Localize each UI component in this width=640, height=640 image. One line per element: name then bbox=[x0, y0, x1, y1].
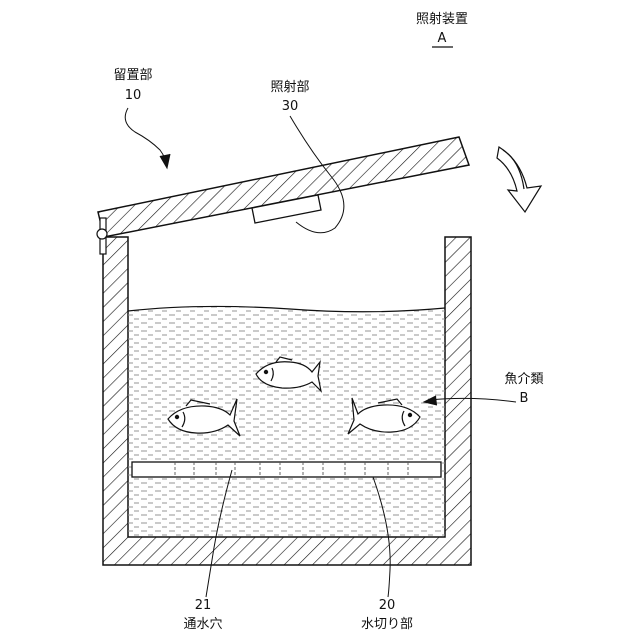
drain-holes-ref: 21 bbox=[195, 598, 212, 613]
holding-part-name: 留置部 bbox=[113, 68, 152, 83]
drain-part-ref: 20 bbox=[379, 598, 396, 613]
rotation-arrow bbox=[497, 147, 541, 212]
apparatus-ref: A bbox=[438, 31, 447, 46]
drain-holes-name: 通水穴 bbox=[183, 617, 222, 632]
drain-part-plate bbox=[132, 462, 441, 477]
hinge bbox=[97, 218, 107, 254]
drain-part-name: 水切り部 bbox=[361, 617, 413, 632]
holding-part-lid bbox=[98, 137, 469, 237]
seafood-name: 魚介類 bbox=[504, 372, 543, 387]
irradiation-part-name: 照射部 bbox=[270, 80, 309, 95]
apparatus-name: 照射装置 bbox=[416, 12, 468, 27]
holding-part-ref: 10 bbox=[125, 88, 142, 103]
irradiation-part-ref: 30 bbox=[282, 99, 299, 114]
seafood-ref: B bbox=[520, 391, 529, 406]
